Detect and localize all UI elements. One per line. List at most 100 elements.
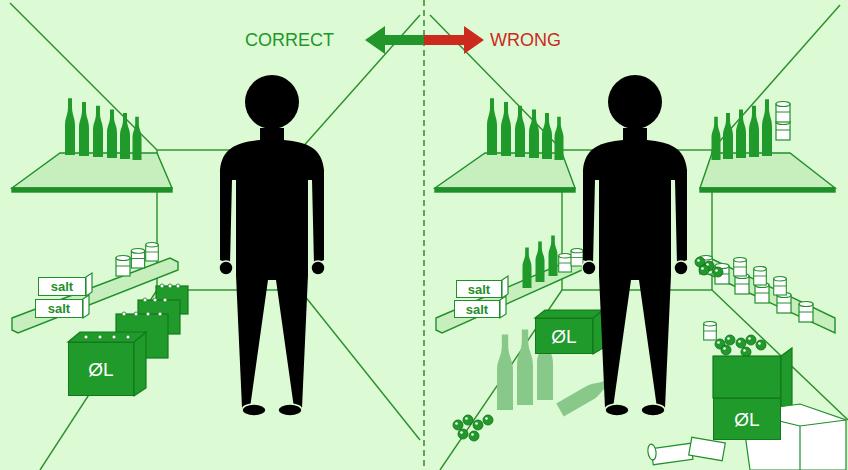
bottle-row (523, 248, 532, 289)
shelf (700, 188, 835, 192)
product-box: salt (454, 300, 500, 318)
bottle-caps (143, 298, 147, 302)
fallen-bottles (497, 334, 513, 410)
bottle-row (515, 106, 525, 157)
compare-arrow (424, 26, 484, 54)
can-row (116, 243, 158, 276)
product-box: salt (38, 277, 86, 296)
compare-arrow (365, 26, 484, 54)
apple-pile (453, 420, 463, 430)
bottle-caps (158, 312, 162, 316)
bottle-row (501, 102, 511, 156)
bottle-row (536, 242, 545, 283)
apple-pile (725, 335, 735, 345)
apple-pile (469, 431, 479, 441)
floor-boxes (647, 444, 657, 461)
shelf (700, 258, 835, 333)
salt-box-side (500, 296, 506, 318)
person (278, 404, 302, 416)
floor-boxes (799, 426, 800, 470)
bottle-row (65, 98, 75, 155)
bottle-caps (146, 312, 150, 316)
can-row (131, 249, 144, 268)
shelf (435, 153, 575, 188)
product-label: salt (468, 283, 490, 296)
can-row (704, 322, 717, 340)
person (219, 261, 233, 275)
person (605, 404, 629, 416)
apple-pile (473, 420, 483, 430)
floor-boxes (800, 420, 846, 426)
floor-boxes (651, 443, 693, 464)
beer-crate (535, 310, 603, 318)
product-label: ØL (88, 360, 113, 379)
bottle-caps (163, 298, 167, 302)
apple-pile (699, 265, 709, 275)
bottle-row (555, 117, 564, 160)
person (641, 404, 665, 416)
bottle-caps (176, 284, 180, 288)
bottle-row (120, 113, 130, 159)
room-lines (300, 290, 420, 440)
panel-heading: CORRECT (245, 31, 334, 49)
salt-box-side (502, 276, 508, 298)
bottle-row (712, 117, 721, 160)
bottle-row (542, 113, 552, 159)
apple-pile (721, 345, 731, 355)
product-box: salt (456, 280, 502, 298)
shelf (435, 188, 575, 192)
can-row (755, 283, 769, 304)
person (582, 261, 596, 275)
salt-box-side (86, 273, 92, 296)
can-row (735, 274, 749, 295)
can-row (734, 258, 747, 276)
bottle-caps (153, 298, 157, 302)
beer-crate (68, 286, 188, 396)
person (242, 404, 266, 416)
product-label: salt (48, 302, 70, 315)
can-row (774, 277, 787, 295)
person (582, 75, 688, 416)
bottle-row (762, 99, 772, 156)
person (583, 128, 687, 408)
divider-line (423, 0, 424, 470)
salt-box-side (83, 295, 89, 318)
panel-heading: WRONG (490, 31, 561, 49)
bottle-caps (84, 284, 180, 339)
bottle-caps (98, 335, 102, 339)
product-label: salt (51, 280, 73, 293)
bottle-caps (122, 312, 126, 316)
apple-pile (458, 429, 468, 439)
bottle-caps (134, 312, 138, 316)
beer-crate: ØL (713, 398, 781, 440)
bottle-caps (160, 284, 164, 288)
bottle-row (93, 106, 103, 157)
product-label: ØL (734, 410, 759, 429)
can-row (799, 302, 813, 323)
bottle-caps (168, 284, 172, 288)
bottle-row (133, 117, 142, 160)
beer-crate (68, 332, 146, 342)
bottle-caps (84, 335, 88, 339)
floor-boxes (689, 437, 726, 461)
can-row (571, 249, 583, 266)
beer-crate: ØL (68, 342, 134, 396)
can-row (754, 267, 767, 285)
bottle-row (65, 98, 142, 160)
can-row (777, 293, 791, 314)
can-row (559, 254, 572, 272)
can-row (116, 256, 130, 277)
bottle-row (529, 109, 539, 158)
apple-pile (463, 415, 473, 425)
bottle-caps (126, 335, 130, 339)
room-lines (10, 3, 848, 470)
bottle-row (79, 102, 89, 156)
product-label: salt (466, 303, 488, 316)
bottle-caps (112, 335, 116, 339)
bottle-row (107, 109, 117, 158)
person (245, 75, 299, 129)
compare-arrow (365, 26, 424, 54)
apple-pile (756, 340, 766, 350)
apple-pile (736, 338, 746, 348)
can-row (146, 243, 159, 261)
